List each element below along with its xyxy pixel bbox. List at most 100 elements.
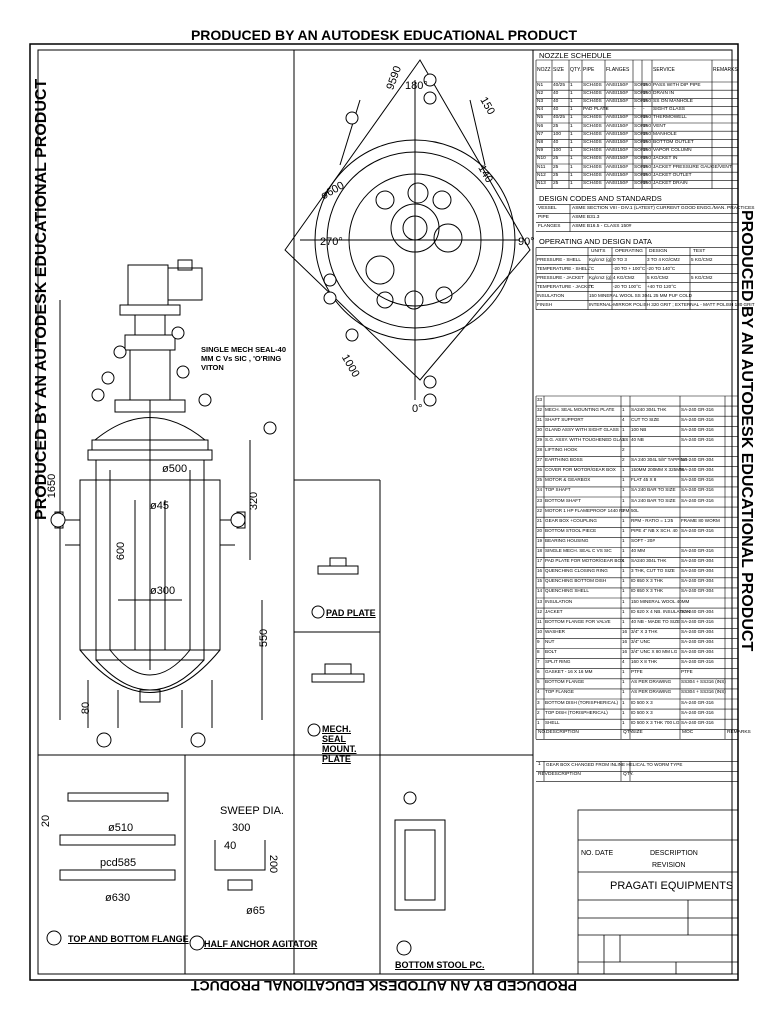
bom-cell: MOTOR 1 HP FLAMEPROOF 1440 RPM	[545, 507, 630, 513]
bom-cell: 32	[537, 406, 543, 412]
sweep-dia-label: SWEEP DIA.	[220, 805, 284, 817]
bom-cell: SA240 304L THK	[631, 406, 667, 412]
bom-cell: ID 500 X 3	[631, 709, 653, 715]
bom-cell: SA-240 GR-316	[681, 618, 714, 624]
nozzle-cell: SORF	[634, 156, 648, 162]
nozzle-cell: 150	[643, 164, 652, 170]
bom-cell: 2	[537, 709, 540, 715]
operating-cell: +40 TO 120°C	[647, 283, 677, 289]
rev-header: QTY.	[623, 772, 634, 778]
bom-cell: 14	[537, 588, 543, 594]
bom-cell: SA-240 GR-316	[681, 477, 714, 483]
bom-footer: MOC	[682, 729, 694, 735]
bom-cell: 24	[537, 487, 543, 493]
detail-sketches	[59, 557, 446, 911]
angle-90: 90°	[518, 236, 535, 248]
operating-header: TEST	[693, 248, 706, 254]
nozzle-cell: SCH40S	[583, 180, 602, 186]
bom-cell: 1	[622, 558, 625, 564]
dim-45: ø45	[150, 500, 169, 512]
nozzle-cell: 150	[643, 98, 652, 104]
sweep-dia-value: 300	[232, 822, 251, 834]
bom-cell: 4	[622, 659, 625, 665]
nozzle-cell: N8	[537, 139, 544, 145]
rev-note: GEAR BOX CHANGED FROM INLINE HELICAL TO …	[546, 762, 683, 768]
nozzle-cell: ANSI150#	[606, 98, 628, 104]
bom-cell: SA-240 GR-316	[681, 548, 714, 553]
bom-cell: CUT TO SIZE	[631, 416, 660, 422]
nozzle-cell: ANSI150#	[606, 90, 628, 96]
operating-cell: °C	[589, 265, 595, 271]
rev-no: 1	[538, 762, 541, 768]
bom-cell: SA 240 BAR TO SIZE	[631, 497, 676, 503]
dim-1650: 1650	[46, 473, 59, 499]
nozzle-cell: 40	[553, 139, 559, 145]
nozzle-cell: N5	[537, 115, 544, 121]
bom-cell: SA-240 GR-304	[681, 638, 714, 644]
nozzle-header: FLANGES	[606, 67, 630, 73]
operating-cell: PRESSURE - JACKET	[537, 274, 584, 280]
operating-cell: 3 TO 4 KG/CM2	[647, 256, 680, 262]
bom-cell: 1	[622, 406, 625, 412]
nozzle-cell: -	[634, 107, 636, 113]
nozzle-cell: N4	[537, 107, 544, 113]
nozzle-cell: ANSI150#	[606, 156, 628, 162]
bom-cell: SHELL	[545, 719, 560, 725]
operating-cell: -20 TO 140°C	[647, 265, 676, 271]
nozzle-cell: N9	[537, 148, 544, 154]
bom-cell: 100 NB	[631, 426, 647, 432]
nozzle-cell: 150	[643, 148, 652, 154]
bom-cell: 160 X 8 THK	[631, 659, 658, 665]
bom-cell: JACKET	[545, 608, 563, 614]
nozzle-cell: 1	[570, 98, 573, 104]
bom-footer: REMARKS	[727, 729, 751, 735]
nozzle-cell: 150	[643, 131, 652, 137]
bom-cell: AS PER DRAWING	[631, 689, 672, 695]
nozzle-cell: PASS WITH DIP PIPE	[653, 82, 701, 88]
bom-cell: LIFTING HOOK	[545, 447, 578, 452]
bom-cell: SA 240 304L 5/8" TAPPING	[631, 457, 688, 463]
bom-cell: 16	[537, 568, 543, 574]
nozzle-cell: N12	[537, 172, 546, 178]
nozzle-cell: 1	[570, 107, 573, 113]
bom-cell: 150 MINERAL WOOL 40MM	[631, 598, 690, 604]
nozzle-header: QTY.	[570, 67, 582, 73]
bom-cell: 6	[537, 669, 540, 675]
operating-cell: 5 KG/CM2	[691, 274, 713, 280]
bom-cell: SOFT - 20#	[631, 537, 655, 543]
bom-cell: 16	[622, 649, 628, 654]
bom-cell: 1	[622, 467, 625, 473]
bom-cell: 3	[537, 699, 540, 705]
bom-cell: 12	[537, 608, 543, 614]
bom-cell: TOP SHAFT	[545, 487, 571, 493]
bom-cell: 2	[622, 447, 625, 452]
bom-cell: COVER FOR MOTOR/GEAR BOX	[545, 467, 616, 473]
bom-cell: 1	[622, 507, 625, 513]
bom-cell: 21	[537, 517, 543, 523]
nozzle-cell: 1	[570, 115, 573, 121]
bom-cell: ID 620 X 4 NB. INSULATION	[631, 608, 691, 614]
bom-cell: PIPE 4" NB X SCH. 40	[631, 527, 678, 533]
bom-cell: 9	[537, 638, 540, 644]
dim-510: ø510	[108, 822, 134, 834]
nozzle-cell: 1	[570, 172, 573, 178]
bom-cell: 22	[537, 507, 543, 513]
bom-cell: 3/4" UNC	[631, 638, 651, 644]
bom-cell: 1	[622, 578, 625, 584]
nozzle-cell: SCH40S	[583, 164, 602, 170]
nozzle-cell: SCH40S	[583, 148, 602, 154]
dim-200: 200	[267, 854, 280, 874]
nozzle-cell: 100	[553, 148, 562, 154]
bom-cell: BOTTOM STOOL PIECE	[545, 527, 597, 533]
nozzle-cell: SORF	[634, 164, 648, 170]
bom-cell: 1	[622, 709, 625, 715]
bom-cell: SA-240 GR-304	[681, 578, 714, 584]
bom-cell: 2	[622, 457, 625, 463]
operating-header: DESIGN	[649, 248, 668, 254]
mech-seal-plate-label: MECH. SEAL MOUNT. PLATE	[322, 724, 357, 764]
nozzle-cell: ANSI150#	[606, 82, 628, 88]
bom-cell: ID 650 X 3 THK	[631, 588, 664, 594]
operating-cell: 150 MINERAL WOOL SS 304L 25 MM PUF COLD	[589, 292, 692, 298]
bom-cell: MECH. SEAL MOUNTING PLATE	[545, 406, 615, 412]
bom-cell: AS PER DRAWING	[631, 679, 672, 685]
